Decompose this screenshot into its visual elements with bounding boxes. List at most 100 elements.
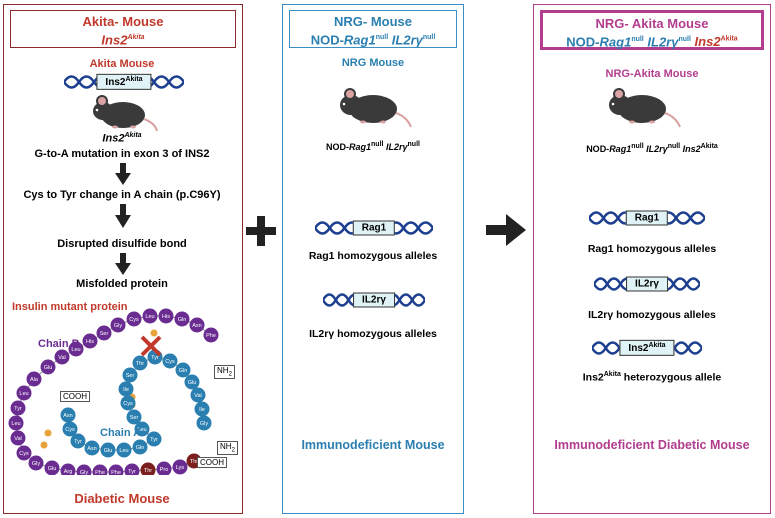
sulfur-bond xyxy=(150,329,158,337)
chain-b-residue: Phe xyxy=(92,464,108,475)
il2-description: IL2rγ homozygous alleles xyxy=(309,328,437,340)
chain-b-residue: Val xyxy=(54,349,70,365)
chain-b-residue: Gly xyxy=(110,317,126,333)
svg-text:Phe: Phe xyxy=(206,333,216,339)
mouse-icon xyxy=(609,88,681,128)
svg-text:Glu: Glu xyxy=(44,365,53,371)
nrg-mouse-genotype: NOD-Rag1null IL2rγnull xyxy=(326,141,420,152)
chain-b-residue: Asn xyxy=(189,317,205,333)
chain-b-residue: Lys xyxy=(172,459,188,475)
chain-a-residue: Thr xyxy=(132,355,148,371)
chain-b-residue: Leu xyxy=(16,385,32,401)
il2-gene-label: IL2rγ xyxy=(626,276,668,292)
akita-subtitle: Ins2Akita xyxy=(101,32,145,48)
chain-b-residue: His xyxy=(158,308,174,324)
svg-text:Gly: Gly xyxy=(114,323,123,329)
svg-text:Val: Val xyxy=(194,393,202,399)
chain-a-residue: Cys xyxy=(62,421,78,437)
svg-text:Gly: Gly xyxy=(80,470,89,475)
svg-text:Phe: Phe xyxy=(111,470,121,475)
chain-a-residue: Val xyxy=(190,387,206,403)
svg-text:Gln: Gln xyxy=(178,317,187,323)
chain-a-residue: Gly xyxy=(196,415,212,431)
chain-b-residue: Cys xyxy=(126,311,142,327)
svg-text:Cys: Cys xyxy=(65,427,75,433)
chain-b-residue: Glu xyxy=(40,359,56,375)
chain-b-residue: Thr xyxy=(140,462,156,475)
svg-text:Tyr: Tyr xyxy=(151,355,159,361)
protein-title: Insulin mutant protein xyxy=(12,301,128,313)
svg-text:Glu: Glu xyxy=(188,380,197,386)
step-3: Disrupted disulfide bond xyxy=(57,238,187,250)
svg-text:Cys: Cys xyxy=(19,451,29,457)
chain-a-residue: Tyr xyxy=(70,433,86,449)
step-2: Cys to Tyr change in A chain (p.C96Y) xyxy=(23,189,221,201)
svg-text:Tyr: Tyr xyxy=(14,406,22,412)
svg-text:Leu: Leu xyxy=(19,391,28,397)
chain-a-label: Chain A xyxy=(100,427,142,439)
nrg-title: NRG- Mouse xyxy=(334,14,412,29)
svg-text:Gln: Gln xyxy=(136,445,145,451)
chain-a-residue: Tyr xyxy=(146,431,162,447)
nrg-akita-footer: Immunodeficient Diabetic Mouse xyxy=(554,438,750,452)
chain-a-residue: Glu xyxy=(184,374,200,390)
chain-a-residue: Ser xyxy=(126,409,142,425)
chain-b-residue: Ala xyxy=(26,371,42,387)
akita-section-label: Akita Mouse xyxy=(89,58,155,70)
step-4: Misfolded protein xyxy=(76,278,168,290)
svg-text:Leu: Leu xyxy=(71,347,80,353)
svg-text:Thr: Thr xyxy=(136,361,144,367)
chain-b-residue: Leu xyxy=(68,341,84,357)
svg-text:Leu: Leu xyxy=(119,448,128,454)
nrg-akita-mouse-genotype: NOD-Rag1null IL2rγnull Ins2Akita xyxy=(586,143,718,154)
akita-panel: Akita- Mouse Ins2Akita Akita Mouse Ins2A… xyxy=(3,4,243,514)
chain-a-residue: Leu xyxy=(134,421,150,437)
chain-b-residue: Phe xyxy=(108,464,124,475)
svg-text:His: His xyxy=(162,314,170,320)
svg-text:Ser: Ser xyxy=(100,331,109,337)
svg-text:Cys: Cys xyxy=(123,401,133,407)
broken-bond-x-icon xyxy=(140,335,162,357)
chain-a-residue: Cys xyxy=(162,353,178,369)
svg-text:Tyr: Tyr xyxy=(74,439,82,445)
chain-b-residue: Val xyxy=(10,430,26,446)
il2-description: IL2rγ homozygous alleles xyxy=(588,309,716,321)
chain-b-residue: Leu xyxy=(8,415,24,431)
insulin-protein-diagram: PheAsnGlnHisLeuCysGlySerHisLeuValGluAlaL… xyxy=(8,308,219,475)
chain-b-residue: Phe xyxy=(203,327,219,343)
chain-a-residue: Asn xyxy=(60,407,76,423)
svg-text:Gly: Gly xyxy=(200,421,209,427)
arrow-down-icon xyxy=(115,163,131,185)
chain-b-residue: Cys xyxy=(16,445,32,461)
nh2-label-a: NH2 xyxy=(217,441,238,455)
svg-text:Glu: Glu xyxy=(48,466,57,472)
chain-b-residue: Pro xyxy=(156,461,172,475)
svg-text:Ser: Ser xyxy=(130,415,139,421)
nrg-section-label: NRG Mouse xyxy=(341,57,405,69)
nrg-akita-title: NRG- Akita Mouse xyxy=(595,16,709,31)
chain-a-residue: Glu xyxy=(100,442,116,458)
cooh-label-a: COOH xyxy=(60,391,90,402)
svg-text:Ile: Ile xyxy=(123,387,129,393)
nrg-subtitle: NOD-Rag1null IL2rγnull xyxy=(310,32,436,48)
nrg-panel: NRG- Mouse NOD-Rag1null IL2rγnull NRG Mo… xyxy=(282,4,464,514)
chain-b-residue: Glu xyxy=(44,460,60,475)
svg-text:Arg: Arg xyxy=(64,469,73,475)
chain-a-residue: Leu xyxy=(116,442,132,458)
chain-a-residue: Ile xyxy=(118,381,134,397)
svg-text:Cys: Cys xyxy=(165,359,175,365)
svg-text:Cys: Cys xyxy=(129,317,139,323)
svg-text:Pro: Pro xyxy=(160,467,169,473)
chain-b-residue: Gln xyxy=(174,311,190,327)
ins2-gene-label: Ins2Akita xyxy=(619,339,675,357)
svg-text:Thr: Thr xyxy=(144,468,152,474)
chain-a-residue: Gln xyxy=(132,439,148,455)
svg-text:Gln: Gln xyxy=(179,368,188,374)
akita-title: Akita- Mouse xyxy=(82,14,164,29)
akita-footer: Diabetic Mouse xyxy=(74,491,170,506)
chain-b-residue: Ser xyxy=(96,325,112,341)
svg-text:Leu: Leu xyxy=(137,427,146,433)
cooh-label-b: COOH xyxy=(197,457,227,468)
mouse-icon xyxy=(93,95,158,132)
svg-text:Val: Val xyxy=(14,436,22,442)
